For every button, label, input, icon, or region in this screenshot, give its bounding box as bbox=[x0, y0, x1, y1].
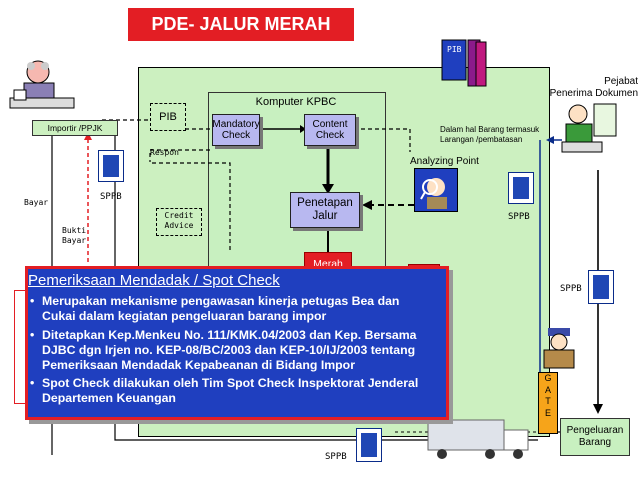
dalam-hal-label: Dalam hal Barang termasuk Larangan /pemb… bbox=[440, 125, 540, 144]
komputer-kpbc-title: Komputer KPBC bbox=[255, 96, 337, 108]
spot-check-popup bbox=[25, 266, 449, 420]
inspector-magnifier-icon bbox=[414, 168, 458, 212]
sppb-far-label: SPPB bbox=[560, 284, 582, 294]
pib-stack-3 bbox=[441, 39, 467, 81]
penetapan-jalur-button: Penetapan Jalur bbox=[290, 192, 360, 228]
content-check-button: Content Check bbox=[304, 114, 356, 146]
popup-bullet-3: • Spot Check dilakukan oleh Tim Spot Che… bbox=[30, 376, 436, 406]
sppb-right-label: SPPB bbox=[508, 212, 530, 222]
page-title: PDE- JALUR MERAH bbox=[128, 8, 354, 41]
popup-heading: Pemeriksaan Mendadak / Spot Check bbox=[28, 272, 280, 289]
pib-box: PIB bbox=[150, 103, 186, 131]
bullet-text: Ditetapkan Kep.Menkeu No. 111/KMK.04/200… bbox=[42, 328, 417, 372]
gate-box: G A T E bbox=[538, 372, 558, 434]
respon-label: Respon bbox=[150, 148, 179, 157]
popup-bullet-1: • Merupakan mekanisme pengawasan kinerja… bbox=[30, 294, 436, 324]
bayar-label: Bayar bbox=[24, 198, 49, 207]
document-icon bbox=[356, 428, 382, 462]
bullet-text: Spot Check dilakukan oleh Tim Spot Check… bbox=[42, 376, 419, 405]
officer-icon bbox=[536, 326, 580, 370]
mandatory-check-button: Mandatory Check bbox=[212, 114, 260, 146]
pengeluaran-barang-box: Pengeluaran Barang bbox=[560, 418, 630, 456]
document-icon bbox=[588, 270, 614, 304]
document-icon bbox=[508, 172, 534, 204]
pejabat-label: Pejabat Penerima Dokumen bbox=[549, 76, 638, 99]
pib-top-label: PIB bbox=[447, 45, 462, 54]
bullet-text: Merupakan mekanisme pengawasan kinerja p… bbox=[42, 294, 400, 323]
person-phone-icon bbox=[560, 98, 622, 156]
document-icon bbox=[98, 150, 124, 182]
analyzing-point-label: Analyzing Point bbox=[410, 156, 479, 167]
sppb-bottom-label: SPPB bbox=[325, 452, 347, 462]
truck-icon bbox=[424, 416, 536, 462]
person-desk-icon bbox=[6, 50, 78, 116]
importir-box: Importir /PPJK bbox=[32, 120, 118, 136]
sppb-left-label: SPPB bbox=[100, 192, 122, 202]
bukti-bayar-label: Bukti Bayar bbox=[62, 226, 87, 246]
credit-advice-box: Credit Advice bbox=[156, 208, 202, 236]
pib-stack-2 bbox=[475, 41, 487, 87]
popup-bullet-2: • Ditetapkan Kep.Menkeu No. 111/KMK.04/2… bbox=[30, 328, 436, 373]
